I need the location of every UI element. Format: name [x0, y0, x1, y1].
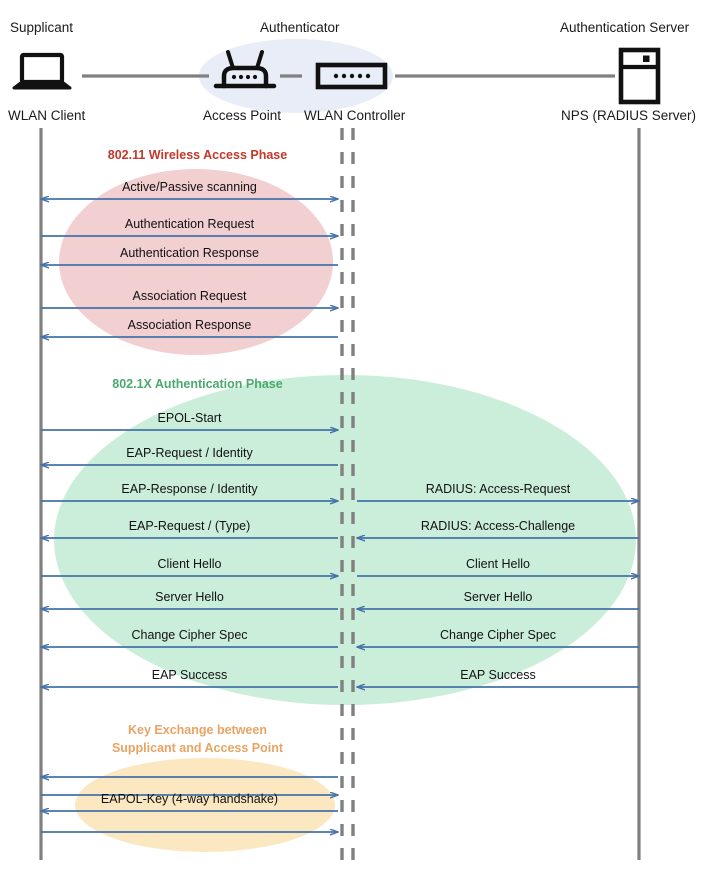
message-label: Server Hello [155, 590, 224, 604]
message-label: Change Cipher Spec [439, 628, 557, 642]
server-icon [618, 47, 661, 105]
message-label: Authentication Response [120, 246, 259, 260]
message-label: Client Hello [157, 557, 222, 571]
actor-role-supplicant: Supplicant [10, 20, 74, 35]
message-label: EPOL-Start [157, 411, 222, 425]
message-label: RADIUS: Access-Request [425, 482, 571, 496]
message-label: Server Hello [463, 590, 533, 604]
actor-name-nps: NPS (RADIUS Server) [561, 108, 697, 123]
wlan-controller-icon [315, 62, 388, 90]
actor-name-wlan-client: WLAN Client [8, 108, 86, 123]
phase-ellipse-8021x [54, 375, 636, 705]
message-label: Change Cipher Spec [131, 628, 248, 642]
actor-role-authentication-server: Authentication Server [560, 20, 690, 35]
actor-name-wlan-controller: WLAN Controller [304, 108, 406, 123]
message-label: EAP-Request / Identity [126, 446, 253, 460]
message-label: EAP-Response / Identity [121, 482, 258, 496]
actor-role-authenticator: Authenticator [260, 20, 340, 35]
message-label: Authentication Request [124, 217, 255, 231]
message-label: EAP Success [460, 668, 536, 682]
message-label: Active/Passive scanning [122, 180, 257, 194]
access-point-icon [213, 50, 277, 89]
message-label: EAP-Request / (Type) [128, 519, 251, 533]
message-label: RADIUS: Access-Challenge [420, 519, 576, 533]
phase-label-80211: 802.11 Wireless Access Phase [107, 148, 288, 162]
message-label: EAP Success [151, 668, 228, 682]
message-arrow-layer [41, 199, 639, 832]
message-label: EAPOL-Key (4-way handshake) [100, 792, 279, 806]
message-label: Association Response [127, 318, 252, 332]
message-label: Client Hello [466, 557, 530, 571]
phase-ellipse-key [75, 758, 335, 852]
actor-name-access-point: Access Point [203, 108, 282, 123]
phase-label-key: Key Exchange between Supplicant and Acce… [40, 721, 355, 757]
phase-label-key-line2: Supplicant and Access Point [111, 741, 284, 755]
phase-label-key-line1: Key Exchange between [128, 723, 267, 737]
message-label: Association Request [132, 289, 247, 303]
laptop-icon [12, 52, 72, 90]
phase-label-8021x: 802.1X Authentication Phase [112, 377, 283, 391]
